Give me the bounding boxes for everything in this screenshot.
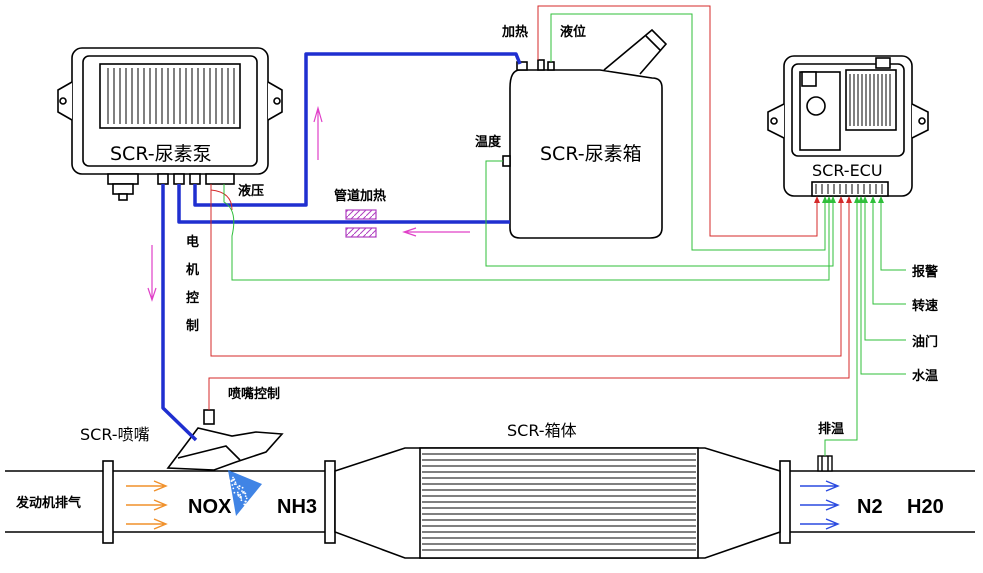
sensor-pin-arrow [878, 196, 884, 203]
spray-droplet [242, 487, 244, 489]
spray-droplet [243, 491, 245, 493]
spray-droplet [251, 515, 253, 517]
spray-droplet [245, 501, 247, 503]
spray-droplet [238, 488, 240, 490]
pump-label: SCR-尿素泵 [110, 143, 212, 165]
spray-droplet [235, 483, 237, 485]
inlet-gas-arrow [126, 519, 166, 529]
spray-droplet [226, 481, 228, 483]
alarm-input-line [881, 197, 906, 270]
level-label: 液位 [560, 24, 586, 40]
exhaust-temp-label: 排温 [818, 421, 844, 437]
return-flow-arrow [404, 228, 470, 236]
spray-droplet [229, 481, 231, 483]
spray-droplet [227, 477, 229, 479]
spray-droplet [232, 488, 234, 490]
nozzle-control-label: 喷嘴控制 [228, 386, 280, 402]
spray-droplet [241, 499, 243, 501]
temperature-label: 温度 [475, 134, 502, 150]
gas-inlet-label: NOX [188, 496, 232, 518]
inlet-gas-arrow [126, 500, 166, 510]
ecu-input-alarm: 报警 [912, 264, 938, 280]
spray-droplet [246, 498, 248, 500]
spray-droplet [240, 497, 242, 499]
coolant-input-line [861, 197, 906, 374]
spray-droplet [238, 485, 240, 487]
urea-tank [503, 30, 666, 238]
control-pin-arrow [838, 196, 844, 203]
sensor-pin-arrow [862, 196, 868, 203]
scr-catalyst-body [335, 448, 780, 558]
spray-droplet [244, 504, 246, 506]
spray-droplet [244, 493, 246, 495]
ecu-input-speed: 转速 [912, 298, 938, 314]
spray-droplet [251, 506, 253, 508]
spray-droplet [237, 486, 239, 488]
engine-exhaust-label: 发动机排气 [15, 495, 81, 511]
supply-flow-arrow [314, 108, 322, 160]
inlet-gas-arrow [126, 481, 166, 491]
spray-droplet [252, 505, 254, 507]
spray-droplet [241, 490, 243, 492]
hydraulic-label: 液压 [238, 183, 264, 199]
speed-input-line [873, 197, 906, 304]
spray-droplet [231, 484, 233, 486]
sensor-pin-arrow [830, 196, 836, 203]
outlet-gas-arrow [800, 500, 838, 510]
outlet-gas-arrow [800, 519, 838, 529]
heating-label: 加热 [501, 24, 528, 40]
sensor-pin-arrow [870, 196, 876, 203]
motor-control-char: 机 [186, 262, 199, 278]
pipe-heating-label: 管道加热 [334, 188, 386, 204]
control-pin-arrow [846, 196, 852, 203]
tank-label: SCR-尿素箱 [540, 143, 642, 165]
spray-droplet [255, 505, 257, 507]
urea-nozzle [168, 410, 282, 470]
spray-droplet [238, 495, 240, 497]
spray-droplet [232, 477, 234, 479]
spray-droplet [226, 483, 228, 485]
motor-control-char: 电 [186, 234, 199, 250]
hydraulic-link [211, 190, 232, 210]
spray-droplet [235, 481, 237, 483]
gas-reagent-label: NH3 [277, 496, 317, 518]
exhaust-temp-sensor [818, 456, 832, 471]
spray-droplet [234, 492, 236, 494]
spray-droplet [250, 510, 252, 512]
nozzle-flow-arrow [148, 245, 156, 300]
gas-outlet-h2o-label: H20 [907, 496, 944, 518]
motor-control-char: 制 [186, 318, 199, 334]
ecu-input-throttle: 油门 [912, 334, 938, 350]
catalyst-label: SCR-箱体 [507, 421, 577, 440]
throttle-input-line [865, 197, 906, 340]
gas-outlet-n2-label: N2 [857, 496, 883, 518]
ecu-input-coolant: 水温 [912, 368, 938, 384]
motor-control-label: 电机控制 [186, 234, 199, 334]
spray-droplet [245, 495, 247, 497]
spray-droplet [239, 494, 241, 496]
spray-droplet [253, 512, 255, 514]
nozzle-label: SCR-喷嘴 [80, 425, 150, 444]
spray-droplet [237, 492, 239, 494]
spray-droplet [257, 508, 259, 510]
spray-droplet [231, 480, 233, 482]
urea-pump [58, 48, 282, 200]
spray-droplet [250, 499, 252, 501]
spray-droplet [255, 507, 257, 509]
spray-droplet [253, 508, 255, 510]
motor-control-char: 控 [186, 290, 199, 306]
control-pin-arrow [814, 196, 820, 203]
ecu-label: SCR-ECU [812, 161, 883, 180]
outlet-gas-arrow [800, 481, 838, 491]
